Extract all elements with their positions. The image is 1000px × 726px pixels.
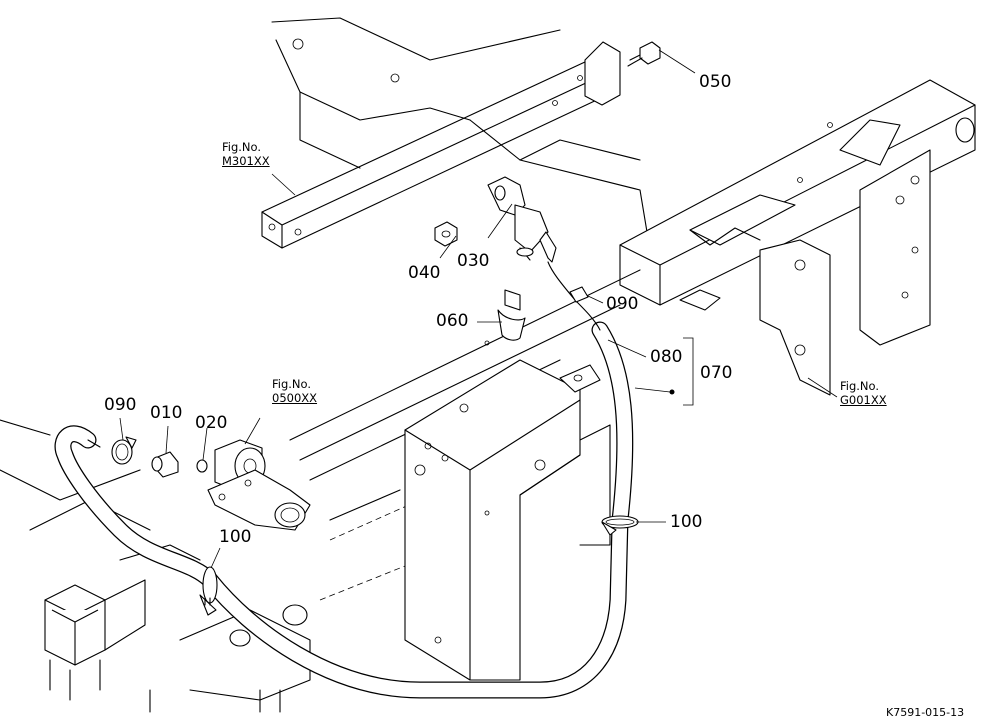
fitting-010 [151, 451, 179, 478]
label-010: 010 [150, 403, 183, 423]
label-060: 060 [436, 311, 469, 331]
bolt-050 [627, 41, 661, 67]
thermostat-housing [207, 439, 311, 531]
hose-assembly [54, 321, 634, 699]
fig-ref-0500: Fig.No. 0500XX [272, 377, 317, 405]
fig-ref-number: G001XX [840, 393, 887, 407]
diagram-code: K7591-015-13 [886, 706, 965, 719]
fig-ref-m301: Fig.No. M301XX [222, 140, 270, 168]
clip-090-left [111, 436, 137, 465]
nut-040 [434, 221, 458, 247]
fig-ref-number: 0500XX [272, 391, 318, 405]
label-050: 050 [699, 72, 732, 92]
clip-090-top [569, 286, 589, 303]
leader-lines [119, 49, 838, 569]
oring-020 [196, 459, 208, 473]
label-090-top: 090 [606, 294, 639, 314]
fig-ref-caption: Fig.No. [222, 140, 262, 154]
label-070: 070 [700, 363, 733, 383]
fig-ref-caption: Fig.No. [272, 377, 312, 391]
label-030: 030 [457, 251, 490, 271]
fig-ref-g001: Fig.No. G001XX [840, 379, 887, 407]
fig-ref-number: M301XX [222, 154, 270, 168]
upper-frame-rail [261, 41, 621, 249]
label-040: 040 [408, 263, 441, 283]
hose-set-bracket-070 [669, 337, 694, 406]
label-020: 020 [195, 413, 228, 433]
right-cross-frame [619, 79, 976, 396]
fig-ref-caption: Fig.No. [840, 379, 880, 393]
clamp-030 [487, 176, 557, 263]
label-080: 080 [650, 347, 683, 367]
sensor-060 [497, 261, 601, 341]
label-090-left: 090 [104, 395, 137, 415]
label-100-bottom: 100 [219, 527, 252, 547]
label-100-right: 100 [670, 512, 703, 532]
left-frame [0, 419, 311, 713]
center-box-bracket [404, 359, 611, 681]
hose-clamp-100-bottom [199, 566, 218, 616]
